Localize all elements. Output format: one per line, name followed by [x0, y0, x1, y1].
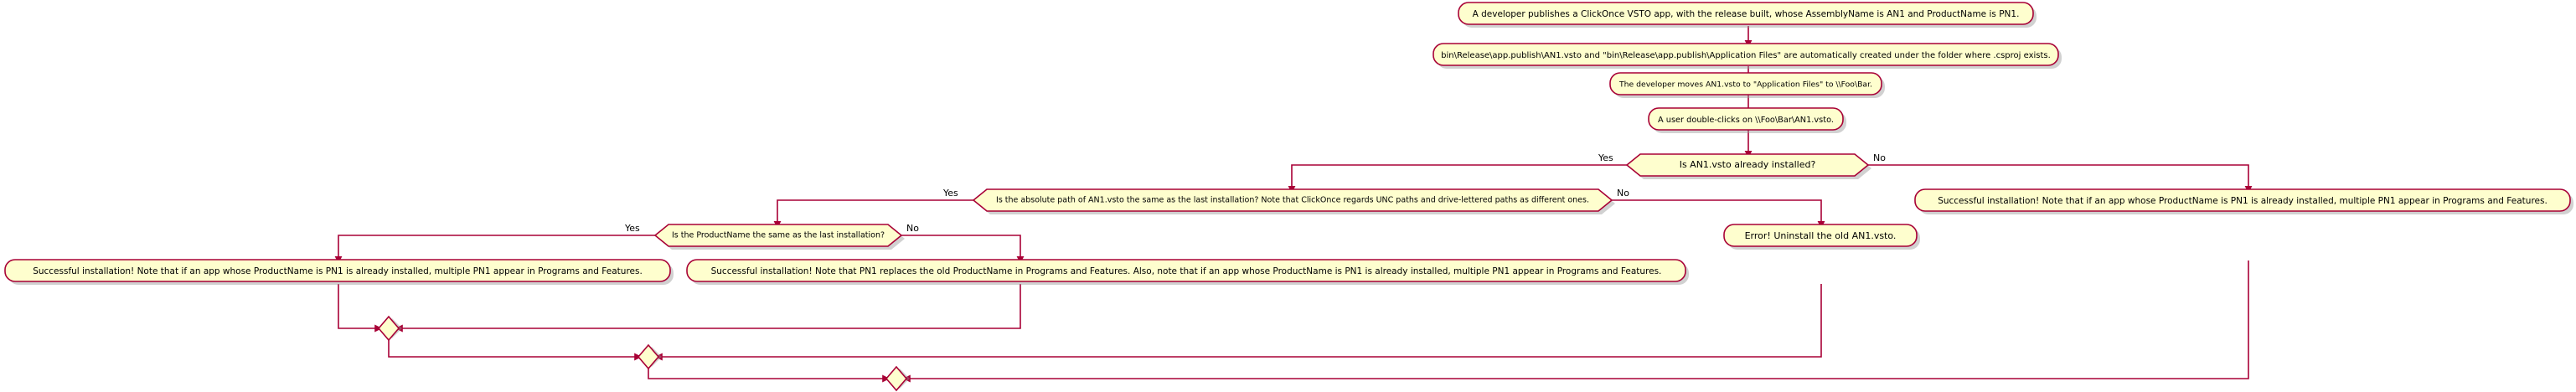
- node-decision-installed: Is AN1.vsto already installed? Yes No: [1598, 152, 1886, 179]
- edge-label-decision2-yes: Yes: [942, 188, 958, 199]
- edge-successmid-merge1: [395, 284, 1021, 333]
- edge-merge2-merge3: [648, 367, 891, 383]
- node-doubleclick-label: A user double-clicks on \\Foo\Bar\AN1.vs…: [1658, 116, 1834, 125]
- node-decision-productname-label: Is the ProductName the same as the last …: [672, 231, 885, 240]
- edge-decision2-yes: [773, 199, 975, 229]
- node-decision-installed-label: Is AN1.vsto already installed?: [1680, 159, 1816, 170]
- edge-decision3-no: [898, 235, 1025, 264]
- edge-label-decision1-no: No: [1873, 152, 1886, 163]
- node-success-mid-label: Successful installation! Note that PN1 r…: [711, 266, 1662, 276]
- edge-decision3-yes: [334, 235, 657, 264]
- edge-decision1-yes: [1288, 164, 1632, 193]
- node-decision-path: Is the absolute path of AN1.vsto the sam…: [942, 188, 1629, 214]
- node-decision-path-label: Is the absolute path of AN1.vsto the sam…: [996, 196, 1589, 205]
- edge-label-decision3-yes: Yes: [624, 223, 640, 234]
- node-merge-3: [885, 365, 910, 392]
- edge-decision1-no: [1865, 164, 2253, 193]
- node-doubleclick: A user double-clicks on \\Foo\Bar\AN1.vs…: [1648, 107, 1846, 133]
- node-success-left: Successful installation! Note that if an…: [4, 259, 674, 285]
- edge-error-merge2: [654, 284, 1822, 361]
- node-publish-label: A developer publishes a ClickOnce VSTO a…: [1473, 9, 2020, 19]
- connectors: [334, 26, 2253, 383]
- edge-successleft-merge1: [338, 284, 383, 333]
- node-artifacts: bin\Release\app.publish\AN1.vsto and "bi…: [1433, 43, 2062, 69]
- edge-merge1-merge2: [388, 338, 643, 361]
- node-decision-productname: Is the ProductName the same as the last …: [624, 223, 919, 250]
- node-artifacts-label: bin\Release\app.publish\AN1.vsto and "bi…: [1441, 51, 2051, 60]
- node-merge-1: [377, 315, 402, 342]
- edge-successright-merge3: [902, 260, 2249, 383]
- node-success-mid: Successful installation! Note that PN1 r…: [686, 259, 1689, 285]
- node-success-right: Successful installation! Note that if an…: [1914, 188, 2573, 214]
- node-success-left-label: Successful installation! Note that if an…: [33, 266, 643, 276]
- node-merge-2: [637, 343, 662, 370]
- edge-decision2-no: [1608, 199, 1825, 229]
- node-publish: A developer publishes a ClickOnce VSTO a…: [1458, 2, 2037, 28]
- node-move: The developer moves AN1.vsto to "Applica…: [1609, 72, 1885, 98]
- node-success-right-label: Successful installation! Note that if an…: [1938, 196, 2548, 206]
- edge-label-decision2-no: No: [1617, 188, 1629, 199]
- edge-label-decision3-no: No: [906, 223, 919, 234]
- node-error-uninstall-label: Error! Uninstall the old AN1.vsto.: [1745, 230, 1897, 241]
- node-move-label: The developer moves AN1.vsto to "Applica…: [1618, 80, 1872, 90]
- node-error-uninstall: Error! Uninstall the old AN1.vsto.: [1723, 224, 1920, 250]
- edge-label-decision1-yes: Yes: [1598, 152, 1613, 163]
